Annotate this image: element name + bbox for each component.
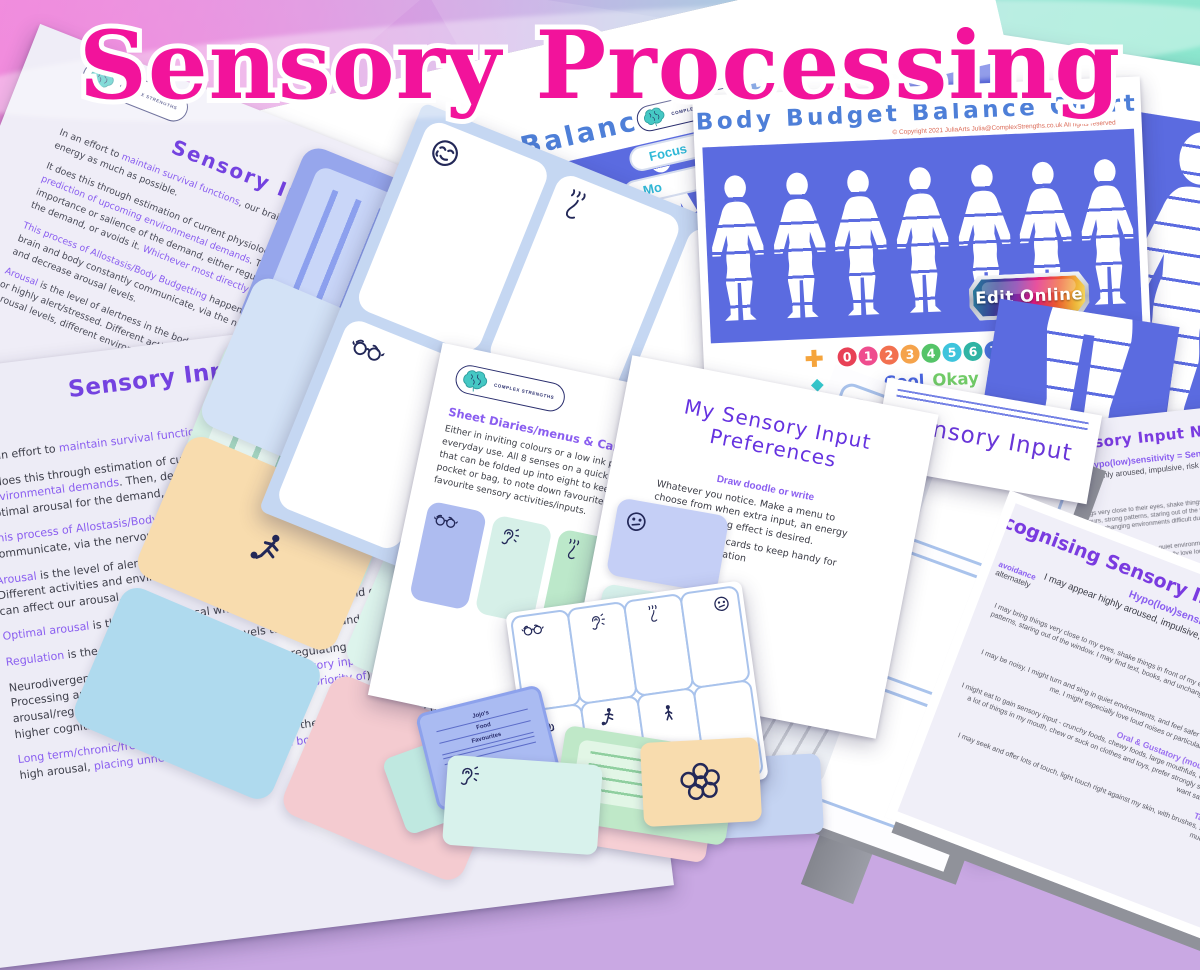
laughing-crying-face-icon: [426, 134, 465, 173]
brand-name: COMPLEX STRENGTHS: [493, 382, 555, 401]
nose-icon: [562, 538, 583, 563]
person-walking-icon: [662, 704, 677, 725]
sense-card: [408, 500, 488, 611]
glasses-eyes-icon: [348, 332, 389, 367]
number-chip: 4: [921, 343, 941, 364]
brain-icon: [458, 367, 492, 396]
grid-cell: [679, 584, 752, 690]
number-chip: 6: [963, 341, 983, 362]
number-chip: 0: [837, 347, 858, 367]
ear-icon: [587, 612, 606, 633]
glasses-eyes-icon: [432, 510, 459, 532]
ear-icon: [497, 524, 521, 550]
person-kicking-ball-icon: [247, 526, 292, 571]
flower-doodle-icon: [678, 759, 724, 805]
glasses-eyes-icon: [521, 620, 545, 638]
number-chip: 1: [858, 346, 879, 366]
brain-icon: [640, 104, 670, 129]
nose-icon: [646, 604, 663, 625]
number-chip: 2: [879, 345, 899, 366]
brain-icon: [84, 63, 120, 95]
number-chip: 5: [942, 342, 962, 363]
flower-card: [639, 736, 763, 828]
number-chip: 3: [900, 344, 920, 365]
annoyed-face-icon: [712, 594, 731, 613]
brand-name: COMPLEX STRENGTHS: [119, 83, 179, 111]
annoyed-face-icon: [624, 509, 649, 534]
ear-card: [442, 754, 603, 856]
nose-icon: [556, 187, 592, 226]
plus-icon: [805, 349, 824, 368]
ear-icon: [456, 763, 480, 788]
person-kicking-ball-icon: [598, 706, 618, 726]
brand-logo: COMPLEX STRENGTHS: [452, 362, 568, 415]
